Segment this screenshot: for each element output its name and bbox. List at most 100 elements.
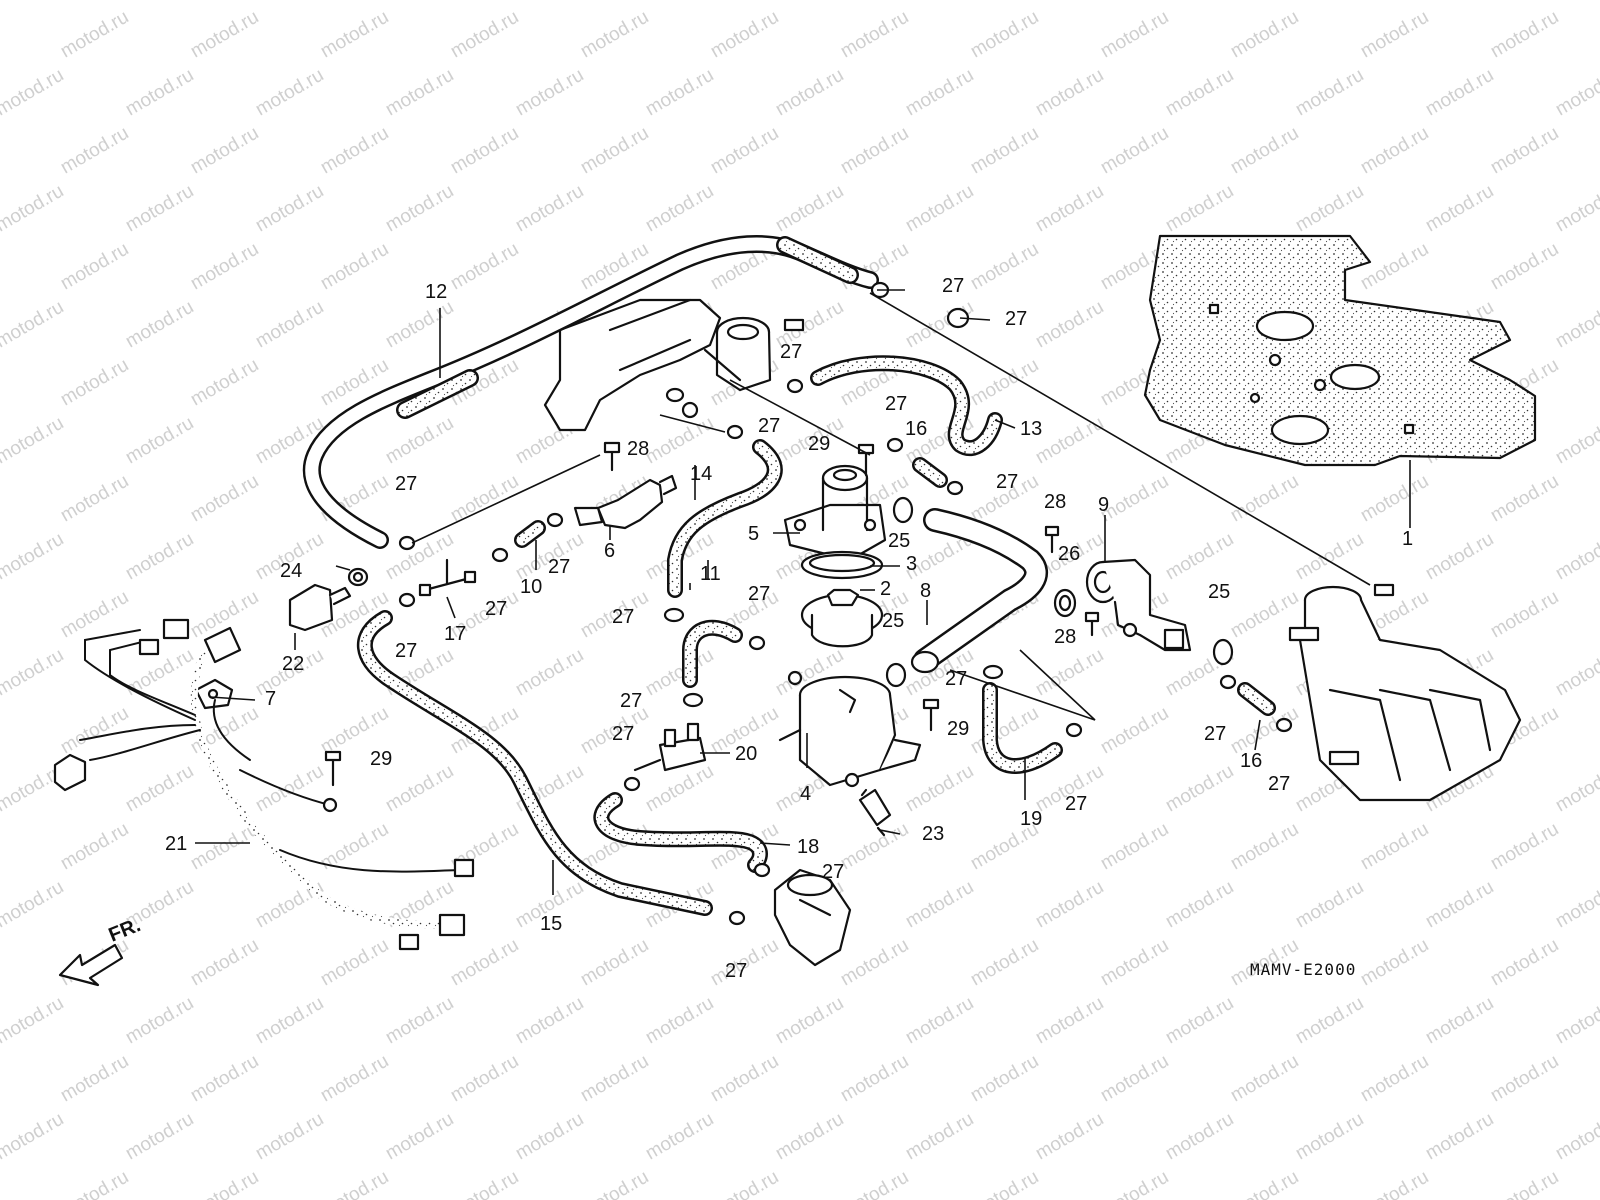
watermark-text: motod.ru	[837, 7, 912, 63]
watermark-text: motod.ru	[122, 181, 197, 237]
watermark-text: motod.ru	[642, 761, 717, 817]
watermark-text: motod.ru	[0, 993, 67, 1049]
watermark-text: motod.ru	[317, 123, 392, 179]
watermark-text: motod.ru	[252, 877, 327, 933]
watermark-text: motod.ru	[577, 935, 652, 991]
watermark-text: motod.ru	[1162, 877, 1237, 933]
hose-16-top	[912, 457, 948, 488]
intake-manifold-upper	[543, 298, 805, 432]
watermark-text: motod.ru	[1357, 7, 1432, 63]
watermark-text: motod.ru	[772, 1109, 847, 1165]
watermark-text: motod.ru	[707, 1167, 782, 1200]
watermark-text: motod.ru	[1422, 181, 1497, 237]
tee-17	[418, 558, 477, 597]
watermark-text: motod.ru	[1032, 0, 1107, 4]
watermark-text: motod.ru	[1097, 1051, 1172, 1107]
watermark-text: motod.ru	[57, 703, 132, 759]
watermark-text: motod.ru	[447, 1051, 522, 1107]
watermark-text: motod.ru	[1552, 65, 1600, 121]
watermark-text: motod.ru	[1097, 819, 1172, 875]
watermark-text: motod.ru	[1292, 181, 1367, 237]
watermark-text: motod.ru	[252, 181, 327, 237]
callout-label: 17	[444, 623, 466, 645]
watermark-text: motod.ru	[317, 1167, 392, 1200]
watermark-text: motod.ru	[1552, 1109, 1600, 1165]
watermark-text: motod.ru	[902, 0, 977, 4]
watermark-text: motod.ru	[57, 7, 132, 63]
watermark-text: motod.ru	[122, 413, 197, 469]
watermark-text: motod.ru	[902, 1109, 977, 1165]
watermark-text: motod.ru	[1422, 65, 1497, 121]
callout-label: 27	[885, 393, 907, 415]
watermark-text: motod.ru	[772, 993, 847, 1049]
clamps-27	[398, 281, 1293, 926]
watermark-text: motod.ru	[1292, 65, 1367, 121]
callout-label: 8	[920, 580, 931, 602]
watermark-text: motod.ru	[772, 181, 847, 237]
watermark-text: motod.ru	[1032, 65, 1107, 121]
watermark-text: motod.ru	[252, 761, 327, 817]
watermark-text: motod.ru	[0, 297, 67, 353]
callout-label: 27	[1005, 308, 1027, 330]
watermark-text: motod.ru	[447, 1167, 522, 1200]
watermark-text: motod.ru	[1357, 935, 1432, 991]
watermark-text: motod.ru	[837, 935, 912, 991]
front-arrow: FR.	[58, 914, 144, 987]
callout-label: 20	[735, 743, 757, 765]
sensor-23	[858, 788, 892, 837]
callout-label: 27	[942, 275, 964, 297]
watermark-text: motod.ru	[707, 123, 782, 179]
watermark-text: motod.ru	[317, 239, 392, 295]
callout-label: 6	[604, 540, 615, 562]
watermark-text: motod.ru	[187, 1051, 262, 1107]
watermark-text: motod.ru	[772, 0, 847, 4]
watermark-text: motod.ru	[252, 297, 327, 353]
watermark-text: motod.ru	[512, 645, 587, 701]
watermark-text: motod.ru	[1162, 1109, 1237, 1165]
watermark-text: motod.ru	[1487, 471, 1562, 527]
callout-label: 28	[1044, 491, 1066, 513]
watermark-text: motod.ru	[0, 877, 67, 933]
watermark-text: motod.ru	[1552, 761, 1600, 817]
watermark-text: motod.ru	[902, 761, 977, 817]
valve-20	[633, 722, 707, 772]
callout-label: 28	[1054, 626, 1076, 648]
hose-18	[593, 792, 768, 873]
watermark-text: motod.ru	[967, 935, 1042, 991]
watermark-text: motod.ru	[1487, 123, 1562, 179]
watermark-text: motod.ru	[642, 413, 717, 469]
watermark-text: motod.ru	[1357, 123, 1432, 179]
callout-label: 27	[945, 668, 967, 690]
watermark-text: motod.ru	[1552, 0, 1600, 4]
watermark-text: motod.ru	[0, 1109, 67, 1165]
watermark-text: motod.ru	[0, 181, 67, 237]
callout-label: 26	[1058, 543, 1080, 565]
watermark-text: motod.ru	[1097, 935, 1172, 991]
watermark-text: motod.ru	[577, 123, 652, 179]
watermark-text: motod.ru	[382, 0, 457, 4]
watermark-text: motod.ru	[1227, 1051, 1302, 1107]
callout-label: 27	[1204, 723, 1226, 745]
watermark-text: motod.ru	[1162, 761, 1237, 817]
watermark-text: motod.ru	[57, 471, 132, 527]
watermark-text: motod.ru	[1292, 993, 1367, 1049]
watermark-text: motod.ru	[1227, 471, 1302, 527]
watermark-text: motod.ru	[252, 1109, 327, 1165]
watermark-text: motod.ru	[187, 355, 262, 411]
watermark-text: motod.ru	[1552, 529, 1600, 585]
watermark-text: motod.ru	[1487, 935, 1562, 991]
watermark-text: motod.ru	[187, 471, 262, 527]
callout-label: 27	[395, 473, 417, 495]
watermark-text: motod.ru	[1032, 181, 1107, 237]
watermark-text: motod.ru	[57, 1167, 132, 1200]
callout-label: 27	[758, 415, 780, 437]
watermark-text: motod.ru	[1357, 471, 1432, 527]
watermark-text: motod.ru	[382, 181, 457, 237]
watermark-text: motod.ru	[187, 7, 262, 63]
watermark-text: motod.ru	[1292, 0, 1367, 4]
watermark-text: motod.ru	[1487, 239, 1562, 295]
watermark-text: motod.ru	[707, 1051, 782, 1107]
watermark-text: motod.ru	[967, 239, 1042, 295]
callout-label: 29	[947, 718, 969, 740]
callout-label: 23	[922, 823, 944, 845]
